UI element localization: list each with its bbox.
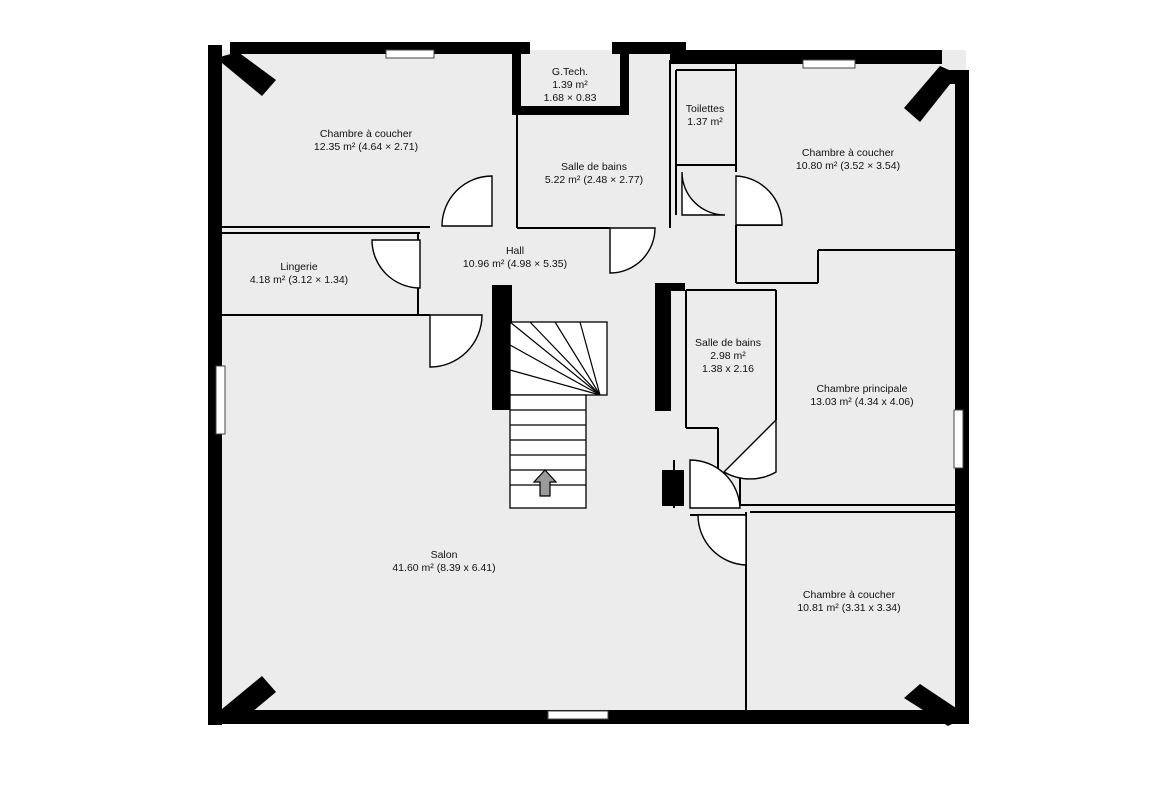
doors — [371, 171, 783, 566]
door-bathroom-n — [609, 227, 656, 274]
door-bedroom-nw — [441, 175, 493, 227]
core-walls — [492, 283, 685, 506]
door-bathroom-c — [722, 418, 777, 480]
door-lingerie — [371, 239, 421, 289]
door-bedroom-se — [697, 514, 747, 566]
door-bedroom-ne — [735, 175, 783, 226]
stair-direction-arrow-icon — [532, 469, 558, 497]
technical-room-walls — [512, 52, 629, 115]
door-salon — [429, 314, 483, 368]
interior-walls — [220, 60, 958, 714]
staircase — [509, 321, 608, 509]
door-master — [689, 459, 741, 509]
door-toilets — [681, 171, 726, 216]
exterior-walls — [208, 42, 969, 726]
windows — [215, 49, 964, 720]
